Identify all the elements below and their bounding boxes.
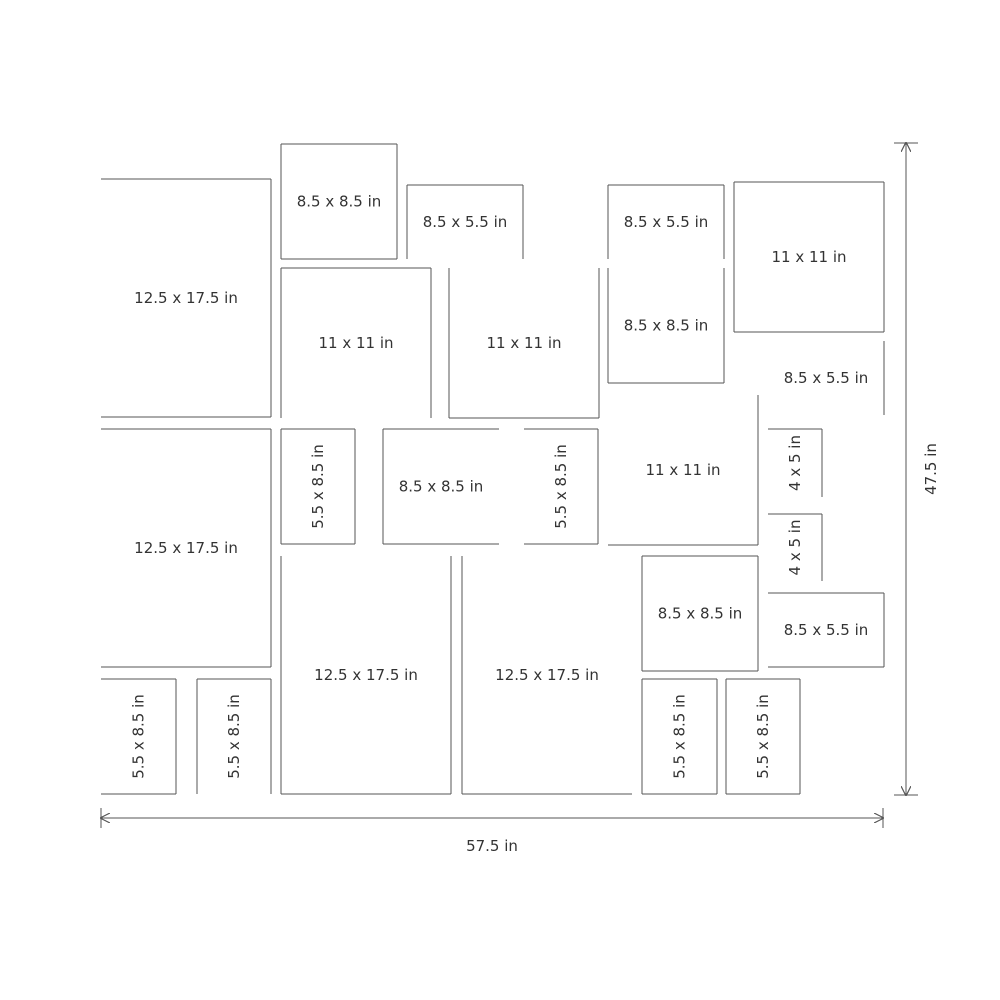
frame-r-land2: 8.5 x 5.5 in — [768, 592, 885, 668]
frame-c1-big: 12.5 x 17.5 in — [280, 556, 452, 795]
frame-label: 12.5 x 17.5 in — [134, 539, 238, 557]
height-dimension: 47.5 in — [894, 143, 940, 795]
frame-r-small1: 4 x 5 in — [768, 428, 823, 497]
frame-c1-sq: 11 x 11 in — [280, 267, 432, 418]
frame-label: 8.5 x 8.5 in — [624, 317, 709, 335]
frame-c1-port: 5.5 x 8.5 in — [280, 428, 356, 545]
frame-label: 8.5 x 5.5 in — [423, 213, 508, 231]
frame-label: 4 x 5 in — [786, 520, 804, 576]
frame-label: 12.5 x 17.5 in — [314, 666, 418, 684]
frame-r-land1: 8.5 x 5.5 in — [784, 341, 885, 415]
frame-c3-bot1: 5.5 x 8.5 in — [641, 678, 718, 795]
frame-label: 8.5 x 8.5 in — [297, 193, 382, 211]
width-dimension-label: 57.5 in — [466, 837, 518, 855]
frame-c3-top: 8.5 x 5.5 in — [607, 184, 725, 259]
width-dimension: 57.5 in — [101, 808, 883, 855]
frame-label: 5.5 x 8.5 in — [130, 694, 148, 779]
frame-r-sq: 11 x 11 in — [733, 181, 885, 333]
frame-label: 11 x 11 in — [771, 248, 846, 266]
frame-label: 12.5 x 17.5 in — [495, 666, 599, 684]
frame-l-bot2: 5.5 x 8.5 in — [196, 678, 272, 794]
frame-label: 5.5 x 8.5 in — [309, 444, 327, 529]
frame-label: 12.5 x 17.5 in — [134, 289, 238, 307]
frame-c3-mid: 8.5 x 8.5 in — [641, 555, 759, 672]
frame-label: 4 x 5 in — [786, 435, 804, 491]
frame-l-top: 12.5 x 17.5 in — [101, 178, 272, 418]
frame-l-mid: 12.5 x 17.5 in — [101, 428, 272, 668]
frame-c2-big: 12.5 x 17.5 in — [461, 556, 632, 795]
frame-label: 5.5 x 8.5 in — [552, 444, 570, 529]
frame-label: 11 x 11 in — [645, 461, 720, 479]
frame-label: 8.5 x 5.5 in — [624, 213, 709, 231]
frames: 12.5 x 17.5 in 12.5 x 17.5 in 5.5 x 8.5 in… — [101, 143, 885, 795]
frame-c3-sq: 8.5 x 8.5 in — [607, 268, 725, 384]
frame-c2-port: 5.5 x 8.5 in — [524, 428, 599, 545]
frame-c1-top: 8.5 x 8.5 in — [280, 143, 398, 260]
frame-c3-bot2: 5.5 x 8.5 in — [725, 678, 801, 795]
frame-label: 8.5 x 5.5 in — [784, 621, 869, 639]
frame-label: 8.5 x 8.5 in — [658, 605, 743, 623]
frame-label: 11 x 11 in — [318, 334, 393, 352]
frame-c2-mid: 8.5 x 8.5 in — [382, 428, 499, 545]
frame-label: 5.5 x 8.5 in — [225, 694, 243, 779]
frame-l-bot1: 5.5 x 8.5 in — [101, 678, 177, 795]
frame-c3-big: 11 x 11 in — [608, 395, 759, 546]
frame-label: 11 x 11 in — [486, 334, 561, 352]
frame-c2-sq: 11 x 11 in — [448, 268, 600, 419]
height-dimension-label: 47.5 in — [922, 443, 940, 495]
frame-label: 5.5 x 8.5 in — [671, 694, 689, 779]
frame-label: 8.5 x 5.5 in — [784, 369, 869, 387]
frame-c2-top: 8.5 x 5.5 in — [406, 184, 524, 259]
frame-label: 5.5 x 8.5 in — [754, 694, 772, 779]
frame-label: 8.5 x 8.5 in — [399, 478, 484, 496]
frame-r-small2: 4 x 5 in — [768, 513, 823, 581]
